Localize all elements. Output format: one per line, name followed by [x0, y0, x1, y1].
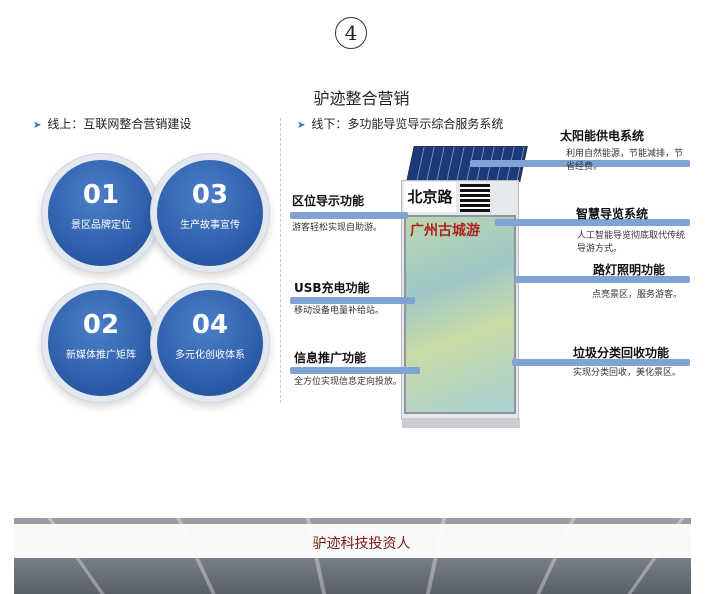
kiosk-base: [402, 418, 520, 428]
item-number: 02: [82, 310, 120, 340]
item-number: 04: [191, 310, 229, 340]
feature-connector: [495, 219, 690, 226]
kiosk-sign: 北京路: [404, 182, 456, 212]
feature-title: 智慧导览系统: [576, 207, 649, 221]
feature-desc: 利用自然能源，节能减排，节省经费。: [566, 149, 684, 172]
feature-desc: 游客轻松实现自助游。: [292, 223, 383, 233]
feature-desc: 点亮景区，服务游客。: [592, 290, 683, 300]
kiosk-map: [404, 215, 516, 414]
feature-desc: 移动设备电量补给站。: [294, 306, 385, 316]
online-item-01: 01 景区品牌定位: [48, 160, 154, 266]
step-number-badge: 4: [335, 17, 367, 49]
arrow-right-icon: ➤: [33, 120, 42, 131]
online-item-02: 02 新媒体推广矩阵: [48, 290, 154, 396]
feature-connector: [290, 212, 408, 219]
online-heading-text: 线上：互联网整合营销建设: [47, 117, 192, 131]
feature-connector: [515, 276, 690, 283]
online-item-03: 03 生产故事宣传: [157, 160, 263, 266]
feature-title: USB充电功能: [294, 281, 370, 295]
page-title: 驴迹整合营销: [313, 89, 410, 108]
item-label: 景区品牌定位: [71, 220, 131, 231]
arrow-right-icon: ➤: [297, 120, 306, 131]
feature-desc: 实现分类回收，美化景区。: [573, 368, 682, 378]
footer-title: 驴迹科技投资人: [312, 536, 411, 552]
item-number: 01: [82, 180, 120, 210]
feature-connector: [290, 297, 415, 304]
feature-title: 太阳能供电系统: [560, 129, 645, 143]
feature-desc: 人工智能导览彻底取代传统导游方式。: [577, 231, 686, 254]
feature-title: 垃圾分类回收功能: [573, 346, 670, 360]
feature-connector: [290, 367, 420, 374]
qr-code-icon: [460, 184, 490, 212]
feature-title: 信息推广功能: [294, 351, 367, 365]
item-number: 03: [191, 180, 229, 210]
feature-desc: 全方位实现信息定向投放。: [294, 377, 403, 387]
feature-connector: [470, 160, 690, 167]
feature-title: 路灯照明功能: [593, 263, 666, 277]
footer-band: [14, 524, 691, 558]
offline-heading-text: 线下：多功能导览导示综合服务系统: [311, 117, 504, 131]
online-item-04: 04 多元化创收体系: [157, 290, 263, 396]
kiosk-map-label: 广州古城游: [410, 223, 480, 239]
item-label: 多元化创收体系: [175, 350, 245, 361]
item-label: 生产故事宣传: [180, 220, 240, 231]
item-label: 新媒体推广矩阵: [66, 350, 136, 361]
offline-heading: ➤ 线下：多功能导览导示综合服务系统: [297, 115, 503, 132]
feature-connector: [512, 359, 690, 366]
online-heading: ➤ 线上：互联网整合营销建设: [33, 115, 191, 132]
section-divider: [280, 118, 281, 403]
feature-title: 区位导示功能: [292, 194, 365, 208]
